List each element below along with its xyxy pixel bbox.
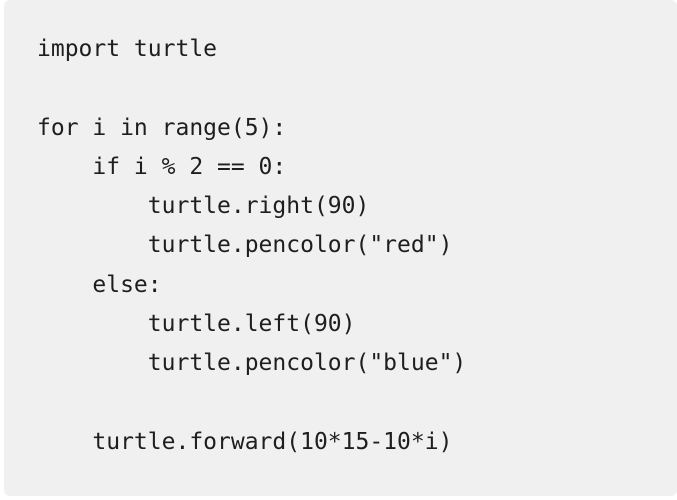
code-line-2: [37, 69, 466, 108]
code-line-5: turtle.right(90): [37, 193, 370, 220]
code-lines: import turtle for i in range(5): if i % …: [37, 30, 466, 462]
code-line-1: import turtle: [37, 36, 218, 62]
code-line-7: else:: [37, 271, 162, 298]
code-line-6: turtle.pencolor("red"): [37, 232, 453, 259]
code-block: import turtle for i in range(5): if i % …: [4, 0, 677, 496]
code-line-3: for i in range(5):: [37, 114, 287, 141]
code-line-9: turtle.pencolor("blue"): [37, 350, 467, 377]
code-line-11: turtle.forward(10*15-10*i): [37, 428, 453, 455]
code-line-8: turtle.left(90): [37, 311, 356, 338]
code-line-10: [37, 384, 466, 423]
code-line-4: if i % 2 == 0:: [37, 153, 287, 180]
